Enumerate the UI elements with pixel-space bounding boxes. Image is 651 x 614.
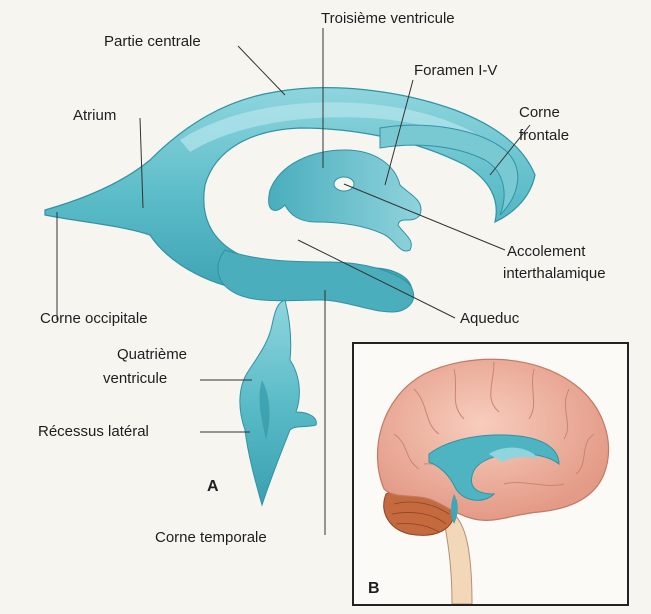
label-troisieme-ventricule: Troisième ventricule	[321, 10, 455, 28]
fourth-ventricle-shape	[240, 300, 316, 505]
label-corne-occipitale: Corne occipitale	[40, 310, 148, 328]
third-ventricle-shape	[269, 150, 421, 251]
temporal-horn-shape	[218, 250, 414, 312]
panel-label-a: A	[207, 478, 219, 496]
label-corne-temporale: Corne temporale	[155, 529, 267, 547]
brain-sagittal-illustration	[354, 344, 627, 604]
label-corne-frontale-1: Corne	[519, 104, 560, 122]
label-quatrieme-2: ventricule	[103, 370, 167, 388]
label-partie-centrale: Partie centrale	[104, 33, 201, 51]
brainstem-shape	[444, 514, 472, 604]
label-aqueduc: Aqueduc	[460, 310, 519, 328]
label-foramen-iv: Foramen I-V	[414, 62, 497, 80]
panel-label-b: B	[368, 580, 380, 598]
label-accolement-1: Accolement	[507, 243, 585, 261]
label-recessus-lateral: Récessus latéral	[38, 423, 149, 441]
inset-panel-b	[352, 342, 629, 606]
label-accolement-2: interthalamique	[503, 265, 606, 283]
label-corne-frontale-2: frontale	[519, 127, 569, 145]
label-atrium: Atrium	[73, 107, 116, 125]
label-quatrieme-1: Quatrième	[117, 346, 187, 364]
